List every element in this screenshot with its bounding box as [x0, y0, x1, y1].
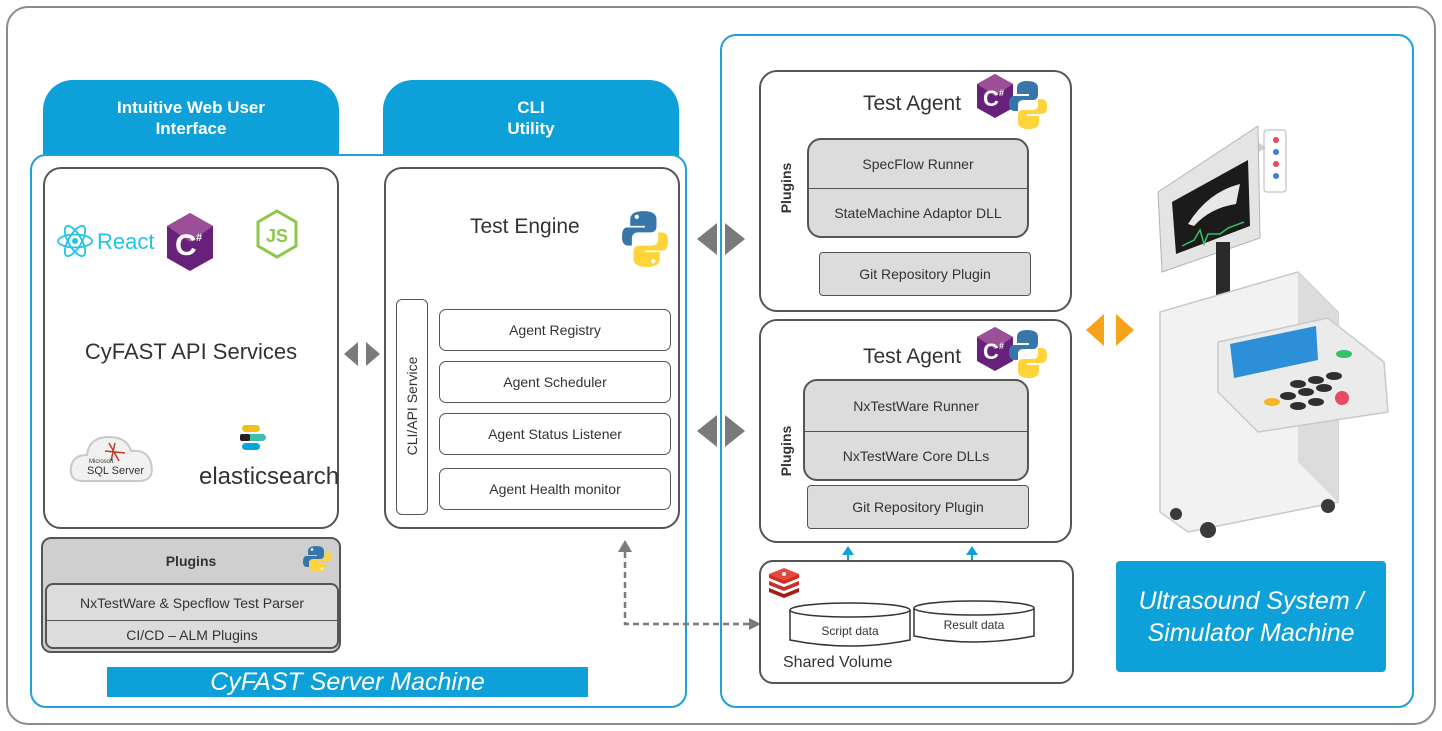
csharp-icon: C # [165, 211, 215, 273]
test-agent-panel: Test Agent C # NxTestWare Runner NxTestW… [759, 319, 1072, 543]
test-agent-title: Test Agent [863, 92, 962, 115]
result-data-label: Result data [943, 618, 1005, 632]
svg-text:C: C [175, 229, 197, 262]
service-item: Agent Scheduler [439, 361, 671, 403]
ultrasound-machine-icon [1148, 122, 1394, 542]
csharp-python-icon: C # [975, 325, 1055, 383]
plugins-vertical-label: Plugins [778, 162, 794, 214]
api-services-title: CyFAST API Services [84, 339, 298, 364]
server-plugin-item: NxTestWare & Specflow Test Parser [47, 585, 337, 621]
svg-text:#: # [196, 232, 202, 244]
agent-machine-box [720, 34, 1414, 708]
nodejs-icon: JS [255, 209, 299, 259]
sql-server-label: SQL Server [87, 465, 145, 477]
adaptor-item: StateMachine Adaptor DLL [834, 205, 1002, 221]
server-machine-caption: CyFAST Server Machine [107, 667, 588, 697]
cli-api-service-label: CLI/API Service [404, 356, 420, 456]
service-item: Agent Registry [439, 309, 671, 351]
python-icon [303, 545, 331, 573]
double-arrow-icon [695, 414, 747, 448]
orange-double-arrow-icon [1084, 313, 1136, 347]
script-data-label: Script data [821, 624, 879, 638]
double-arrow-icon [695, 222, 747, 256]
dashed-connector [615, 538, 765, 630]
react-icon [55, 221, 95, 261]
shared-volume-panel: Script data Result data Shared Volume [759, 560, 1074, 684]
web-ui-tab: Intuitive Web User Interface [43, 80, 339, 156]
server-plugins-list: NxTestWare & Specflow Test Parser CI/CD … [45, 583, 339, 649]
svg-text:#: # [999, 88, 1004, 98]
cli-tab-label: CLI Utility [507, 98, 555, 138]
svg-text:C: C [983, 339, 999, 364]
test-agent-title: Test Agent [863, 345, 962, 368]
agent-plugins-box: NxTestWare Runner NxTestWare Core DLLs [803, 379, 1029, 481]
test-agent-panel: Test Agent C # SpecFlow Runner StateMach… [759, 70, 1072, 312]
sql-server-icon: Microsoft SQL Server [67, 421, 159, 491]
ultrasound-machine-caption: Ultrasound System / Simulator Machine [1116, 561, 1386, 672]
git-plugin-item: Git Repository Plugin [819, 252, 1031, 296]
adaptor-item: NxTestWare Core DLLs [842, 448, 990, 464]
test-engine-title: Test Engine [470, 215, 580, 238]
plugins-vertical-label: Plugins [778, 425, 794, 477]
service-item: Agent Status Listener [439, 413, 671, 455]
react-label: React [97, 229, 155, 254]
server-plugin-item: CI/CD – ALM Plugins [126, 627, 258, 643]
cli-api-service-box: CLI/API Service [396, 299, 428, 515]
script-data-cylinder: Script data [789, 602, 911, 648]
shared-volume-label: Shared Volume [783, 654, 893, 671]
server-machine-box [30, 154, 687, 708]
elasticsearch-label: elasticsearch [199, 463, 340, 490]
runner-item: SpecFlow Runner [809, 140, 1027, 189]
service-item: Agent Health monitor [439, 468, 671, 510]
csharp-python-icon: C # [975, 72, 1055, 130]
cli-tab: CLI Utility [383, 80, 679, 156]
svg-text:JS: JS [266, 226, 288, 246]
elasticsearch-icon [238, 423, 268, 453]
server-plugins-panel: Plugins NxTestWare & Specflow Test Parse… [41, 537, 341, 653]
outer-frame [6, 6, 1436, 725]
svg-text:C: C [983, 86, 999, 111]
agent-plugins-box: SpecFlow Runner StateMachine Adaptor DLL [807, 138, 1029, 238]
python-icon [622, 209, 668, 269]
test-engine-panel: Test Engine CLI/API Service Agent Regist… [384, 167, 680, 529]
double-arrow-icon [342, 341, 382, 367]
server-plugins-header: Plugins [165, 553, 217, 569]
sql-server-small-label: Microsoft [89, 459, 114, 465]
api-services-panel: React C # JS CyFAST API Services Microso… [43, 167, 339, 529]
git-plugin-item: Git Repository Plugin [807, 485, 1029, 529]
web-ui-tab-label: Intuitive Web User Interface [117, 98, 265, 138]
svg-text:#: # [999, 341, 1004, 351]
result-data-cylinder: Result data [913, 600, 1035, 644]
redis-icon [767, 568, 801, 598]
runner-item: NxTestWare Runner [805, 381, 1027, 432]
